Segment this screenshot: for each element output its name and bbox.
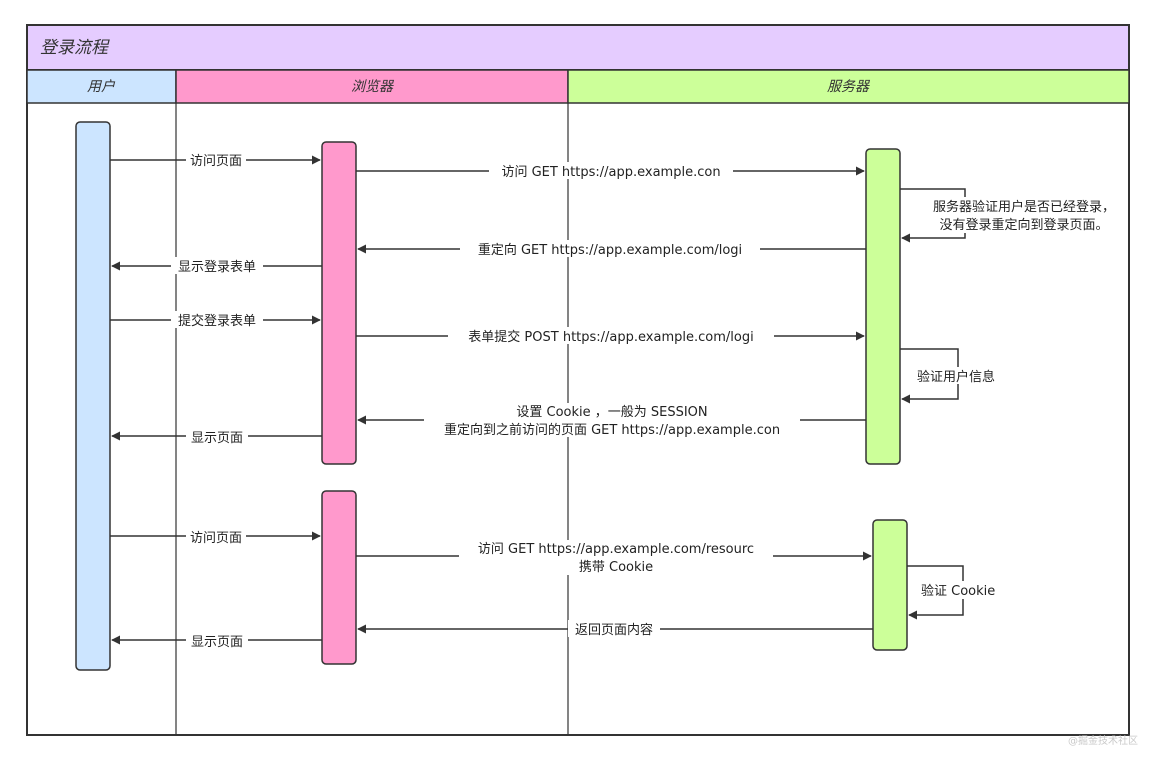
lane-label-user: 用户 bbox=[87, 79, 116, 95]
title-bar bbox=[26, 24, 1130, 71]
label-check-login-1: 服务器验证用户是否已经登录， bbox=[933, 199, 1115, 215]
label-verify-user: 验证用户信息 bbox=[917, 369, 995, 385]
server-activation-1 bbox=[865, 148, 901, 465]
lane-header-user bbox=[26, 69, 177, 104]
label-redirect-previous: 重定向到之前访问的页面 GET https://app.example.con bbox=[444, 422, 780, 438]
label-verify-cookie: 验证 Cookie bbox=[921, 583, 995, 599]
lane-header-server bbox=[567, 69, 1130, 104]
label-carry-cookie: 携带 Cookie bbox=[579, 559, 653, 575]
diagram-title: 登录流程 bbox=[40, 38, 110, 58]
label-get-app: 访问 GET https://app.example.con bbox=[501, 165, 720, 180]
label-redirect-login: 重定向 GET https://app.example.com/logi bbox=[478, 242, 742, 258]
label-get-resource: 访问 GET https://app.example.com/resourc bbox=[478, 542, 754, 557]
lane-label-server: 服务器 bbox=[827, 79, 871, 95]
label-check-login-2: 没有登录重定向到登录页面。 bbox=[939, 217, 1108, 233]
label-return-content: 返回页面内容 bbox=[575, 622, 653, 638]
browser-activation-1 bbox=[321, 141, 357, 465]
server-activation-2 bbox=[872, 519, 908, 651]
lane-label-browser: 浏览器 bbox=[351, 79, 395, 95]
label-show-page: 显示页面 bbox=[191, 431, 243, 446]
label-visit-page: 访问页面 bbox=[190, 154, 242, 169]
watermark: @掘金技术社区 bbox=[1068, 734, 1138, 747]
label-post-login: 表单提交 POST https://app.example.com/logi bbox=[468, 329, 753, 345]
label-submit-login-form: 提交登录表单 bbox=[178, 313, 256, 329]
label-set-cookie: 设置 Cookie ，一般为 SESSION bbox=[516, 404, 707, 420]
label-show-page-2: 显示页面 bbox=[191, 635, 243, 650]
label-show-login-form: 显示登录表单 bbox=[178, 260, 256, 275]
user-activation bbox=[75, 121, 111, 671]
lane-header-browser bbox=[175, 69, 569, 104]
browser-activation-2 bbox=[321, 490, 357, 665]
label-visit-page-2: 访问页面 bbox=[190, 531, 242, 546]
